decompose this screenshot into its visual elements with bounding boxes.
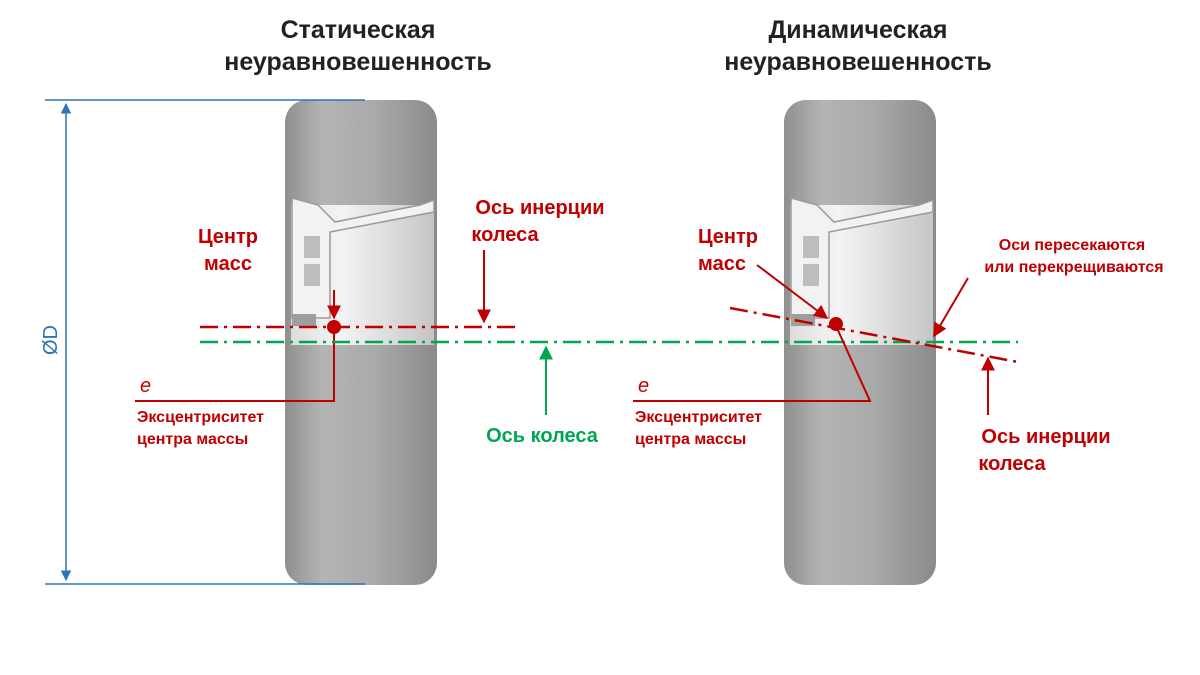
intersect-line1: Оси пересекаются [999,237,1145,254]
left-inertia-line2: колеса [471,224,539,246]
right-mass-center-line2: масс [698,253,746,275]
wheel-axis-label: Ось колеса [486,425,599,447]
left-eccentricity-line1: Эксцентриситет [137,409,264,426]
left-rim-hub [292,314,316,326]
right-inertia-axis [729,306,1019,364]
left-rim-slot [304,264,320,286]
left-mass-center-dot [327,320,341,334]
left-eccentricity-leader [135,327,335,402]
left-title-line2: неуравновешенность [224,48,492,76]
diameter-label: ØD [40,325,62,355]
right-mass-arrow [756,264,829,319]
left-rim-slot [304,236,320,258]
left-eccentricity-line2: центра массы [137,431,248,448]
intersect-line2: или перекрещиваются [984,259,1163,276]
right-mass-center-dot [829,317,843,331]
left-mass-center-line1: Центр [198,226,258,248]
right-inertia-line2: колеса [978,453,1046,475]
left-eccentricity-symbol: e [140,375,151,397]
right-rim-slot [803,236,819,258]
right-rim-slot [803,264,819,286]
intersect-arrow [933,277,969,338]
left-wheel [285,100,437,585]
right-mass-center-line1: Центр [698,226,758,248]
right-title-line2: неуравновешенность [724,48,992,76]
left-mass-center-line2: масс [204,253,252,275]
right-eccentricity-symbol: e [638,375,649,397]
diameter-dimension: ØD [40,99,365,585]
left-title-line1: Статическая [281,16,436,44]
right-inertia-line1: Ось инерции [981,426,1110,448]
right-eccentricity-line2: центра массы [635,431,746,448]
right-eccentricity-line1: Эксцентриситет [635,409,762,426]
left-inertia-line1: Ось инерции [475,197,604,219]
right-eccentricity-leader [633,325,872,402]
right-title-line1: Динамическая [768,16,947,44]
